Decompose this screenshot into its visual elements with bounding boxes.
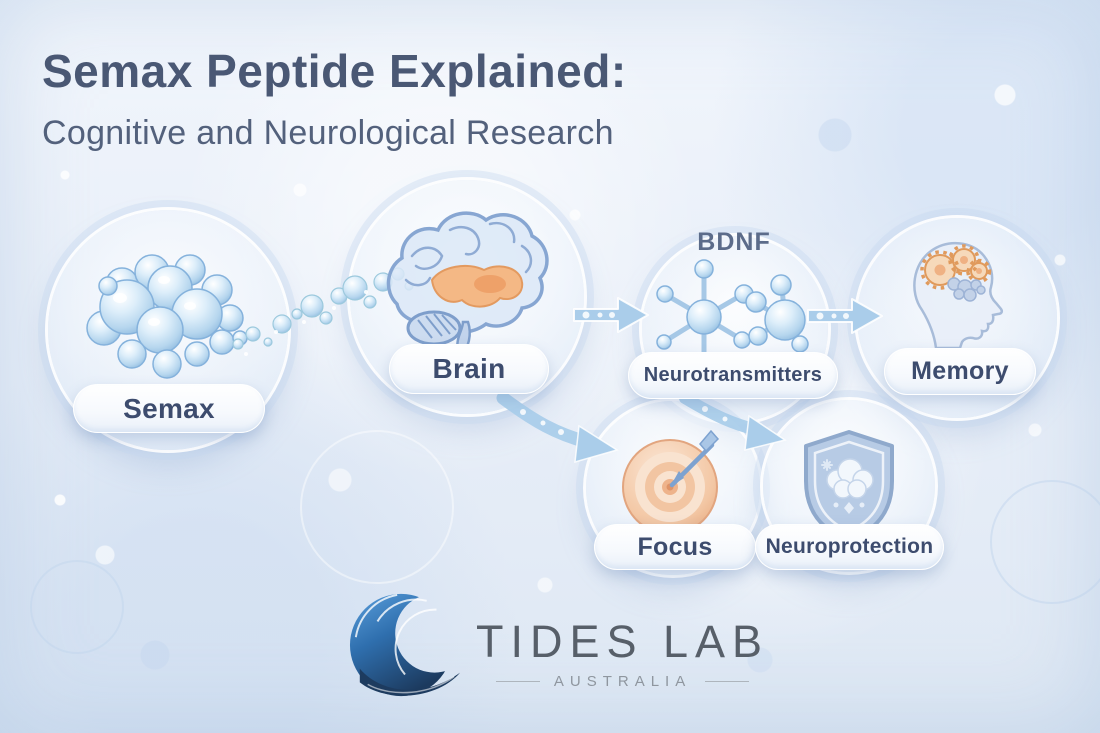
- brain-label: Brain: [389, 344, 549, 394]
- bdnf-annotation: BDNF: [697, 228, 771, 256]
- shield-brain-icon: [804, 430, 894, 542]
- decorative-ring: [300, 430, 454, 584]
- molecule-cluster-icon: [86, 254, 248, 379]
- brand-logo: TIDES LAB AUSTRALIA: [348, 588, 769, 706]
- focus-label: Focus: [594, 524, 756, 570]
- semax-label: Semax: [73, 384, 265, 433]
- neuroprotection-label: Neuroprotection: [755, 524, 944, 570]
- brain-icon: [386, 211, 549, 361]
- decorative-ring: [990, 480, 1100, 604]
- page-title: Semax Peptide Explained:: [42, 45, 627, 97]
- decorative-ring: [30, 560, 124, 654]
- target-arrow-icon: [622, 429, 720, 535]
- brand-region-row: AUSTRALIA: [495, 672, 750, 690]
- edge-neurotransmitters-to-memory-arrow: [807, 298, 883, 334]
- memory-label: Memory: [884, 348, 1036, 395]
- edge-brain-to-focus-arrow: [496, 391, 619, 464]
- brand-region: AUSTRALIA: [553, 672, 692, 690]
- head-with-gears-icon: [913, 241, 1004, 350]
- region-divider-left: [495, 680, 540, 682]
- wave-logo-icon: [349, 593, 461, 697]
- edge-brain-to-neurotransmitters-arrow: [573, 297, 649, 333]
- brand-name: TIDES LAB: [476, 615, 770, 667]
- page-subtitle: Cognitive and Neurological Research: [42, 114, 614, 152]
- neurotransmitters-label: Neurotransmitters: [628, 352, 838, 399]
- edge-neurotransmitters-to-neuroprotection-arrow: [679, 392, 787, 451]
- region-divider-right: [705, 680, 750, 682]
